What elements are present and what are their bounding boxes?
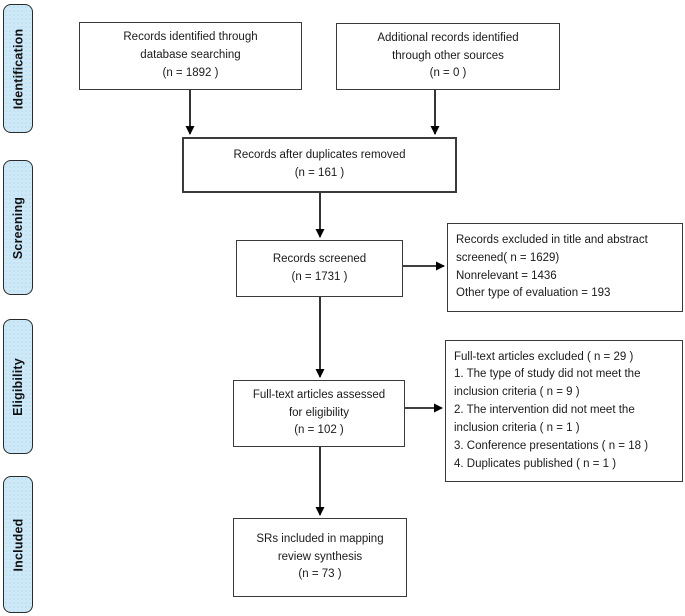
node-additional-records-other-sources-text: Additional records identified through ot…	[377, 31, 519, 80]
stage-eligibility-label: Eligibility	[11, 357, 26, 416]
stage-screening: Screening	[3, 160, 33, 295]
node-fulltext-articles-assessed: Full-text articles assessed for eligibil…	[233, 380, 405, 447]
node-records-excluded-title-abstract: Records excluded in title and abstract s…	[447, 223, 683, 312]
stage-included-label: Included	[11, 518, 25, 571]
node-records-screened: Records screened (n = 1731 )	[236, 240, 403, 297]
stage-screening-label: Screening	[11, 196, 25, 259]
node-fulltext-articles-assessed-text: Full-text articles assessed for eligibil…	[252, 388, 386, 437]
node-records-after-duplicates-removed: Records after duplicates removed (n = 16…	[182, 137, 457, 193]
node-records-screened-text: Records screened (n = 1731 )	[272, 252, 367, 283]
node-fulltext-articles-excluded-text: Full-text articles excluded ( n = 29 ) 1…	[454, 350, 649, 470]
node-fulltext-articles-excluded: Full-text articles excluded ( n = 29 ) 1…	[445, 340, 683, 482]
node-records-identified-database-text: Records identified through database sear…	[123, 31, 258, 79]
stage-eligibility: Eligibility	[3, 319, 33, 454]
node-additional-records-other-sources: Additional records identified through ot…	[336, 23, 560, 90]
stage-identification: Identification	[3, 4, 33, 133]
node-srs-included-mapping-review: SRs included in mapping review synthesis…	[233, 518, 407, 597]
stage-included: Included	[3, 476, 33, 613]
node-records-after-duplicates-removed-text: Records after duplicates removed (n = 16…	[233, 149, 406, 179]
node-records-identified-database: Records identified through database sear…	[79, 22, 302, 90]
node-srs-included-mapping-review-text: SRs included in mapping review synthesis…	[256, 532, 384, 581]
stage-identification-label: Identification	[11, 28, 26, 109]
node-records-excluded-title-abstract-text: Records excluded in title and abstract s…	[456, 233, 648, 300]
